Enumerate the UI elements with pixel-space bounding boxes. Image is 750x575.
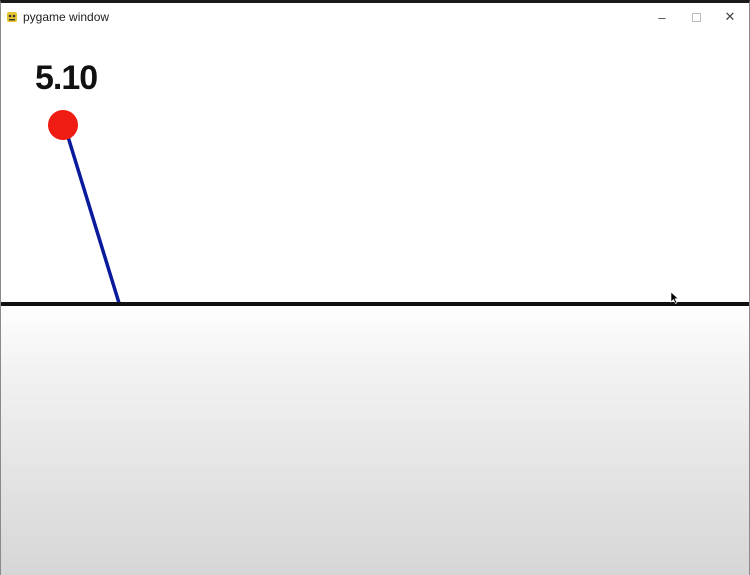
close-button[interactable]: ✕ — [713, 3, 747, 31]
minimize-icon: – — [658, 9, 666, 25]
close-icon: ✕ — [724, 9, 736, 24]
pendulum-rod — [63, 126, 121, 304]
game-canvas[interactable] — [1, 31, 749, 303]
score-text: 5.10 — [35, 59, 98, 97]
maximize-icon — [691, 12, 701, 22]
mouse-cursor-icon — [670, 291, 679, 304]
maximize-button[interactable] — [679, 3, 713, 31]
ground-area — [1, 303, 749, 575]
pendulum-ball — [48, 110, 78, 140]
minimize-button[interactable]: – — [645, 3, 679, 31]
title-bar[interactable]: pygame window – ✕ — [1, 3, 749, 31]
window-title: pygame window — [23, 10, 110, 24]
pygame-app-icon — [7, 12, 17, 22]
game-scene — [1, 110, 749, 306]
